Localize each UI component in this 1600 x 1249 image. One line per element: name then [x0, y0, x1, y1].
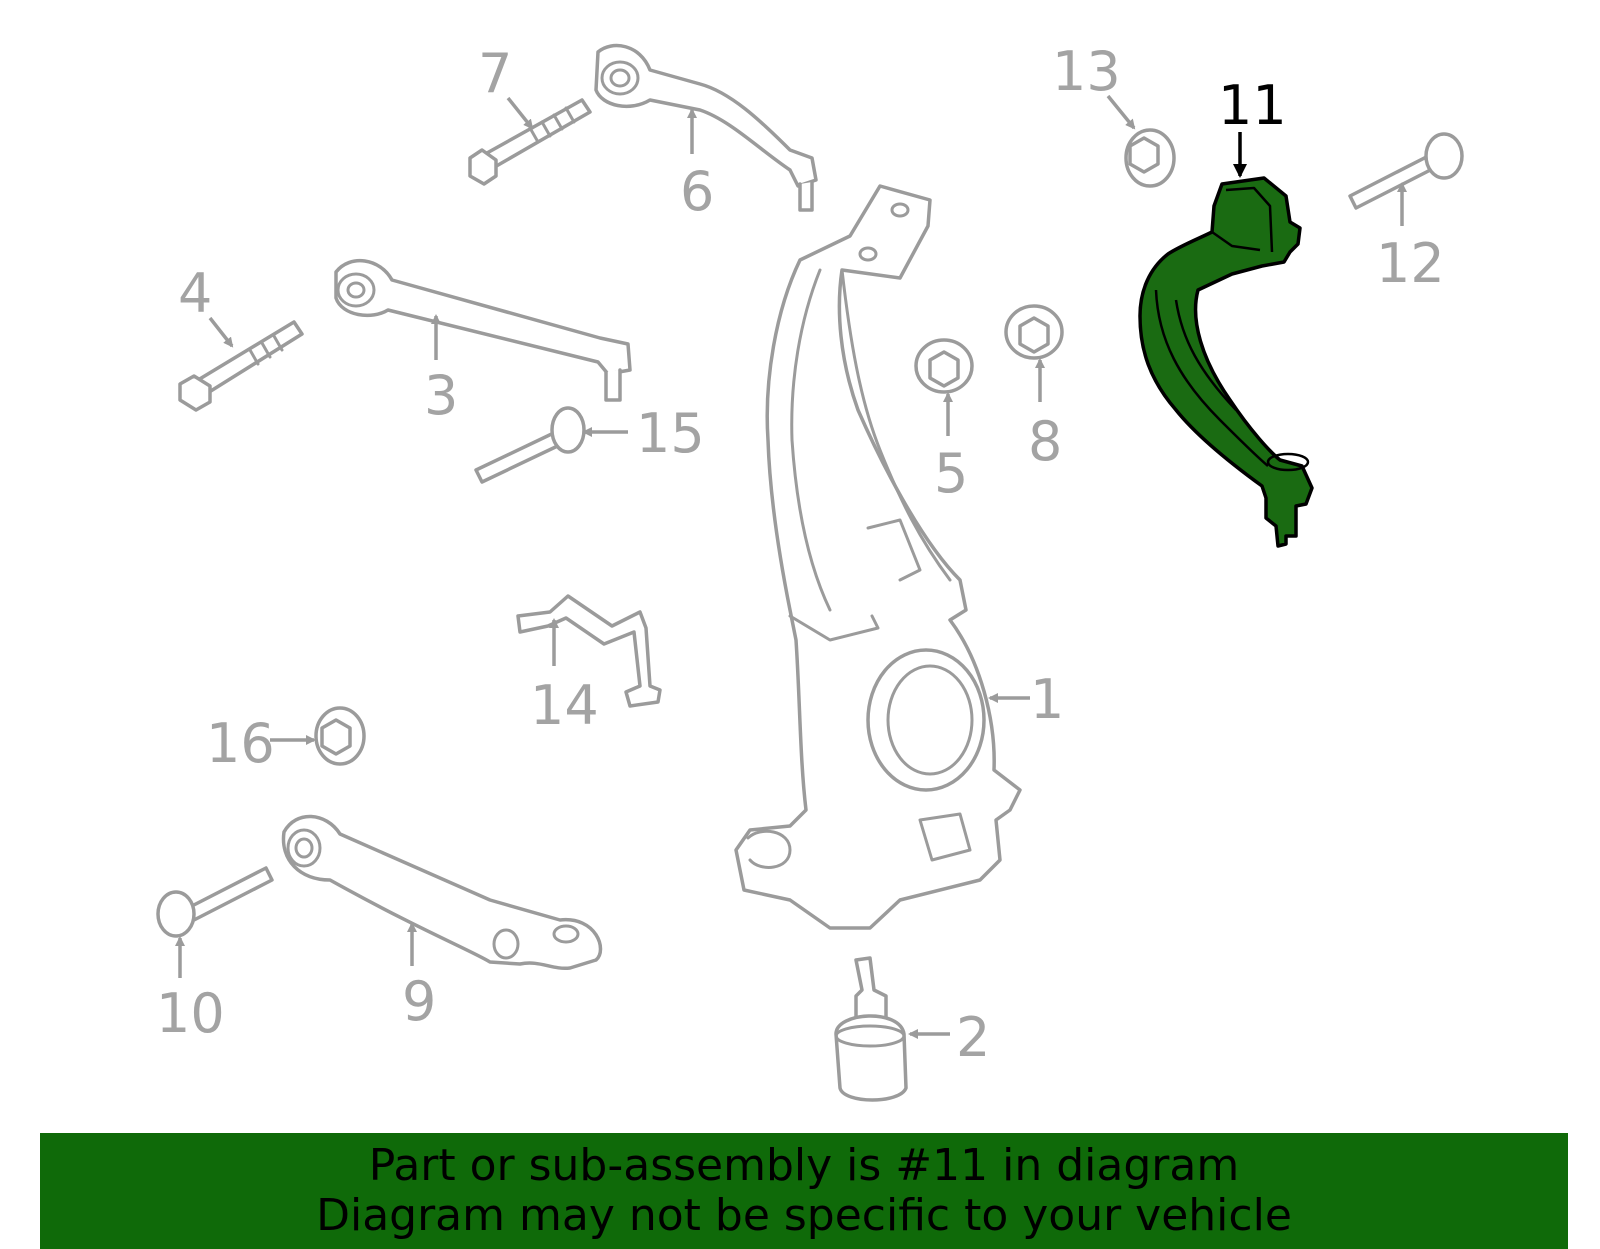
callout-12: 12 — [1376, 232, 1445, 295]
info-banner: Part or sub-assembly is #11 in diagram D… — [40, 1133, 1568, 1249]
callout-14: 14 — [530, 674, 599, 737]
part-8-nut — [1004, 304, 1064, 360]
part-16-nut — [314, 706, 366, 766]
part-4-bolt — [178, 320, 304, 412]
part-1-knuckle — [734, 184, 1022, 930]
leader-7 — [506, 96, 534, 130]
leader-13 — [1106, 94, 1136, 130]
callout-5: 5 — [934, 442, 968, 505]
callout-2: 2 — [956, 1006, 990, 1069]
part-5-nut — [914, 338, 974, 394]
part-11-control-arm — [1138, 176, 1314, 548]
callout-13: 13 — [1052, 40, 1121, 103]
leader-lines — [175, 94, 1407, 1039]
part-3-link — [334, 258, 632, 402]
callout-10: 10 — [156, 982, 225, 1045]
callout-16: 16 — [206, 712, 275, 775]
callout-4: 4 — [178, 262, 212, 325]
part-15-bolt — [474, 406, 586, 484]
callout-9: 9 — [402, 970, 436, 1033]
part-9-link — [281, 814, 603, 970]
callout-3: 3 — [424, 364, 458, 427]
callout-labels: 1 2 3 4 5 6 7 8 9 10 11 12 13 14 15 16 — [156, 40, 1445, 1069]
callout-7: 7 — [478, 42, 512, 105]
part-10-bolt — [156, 866, 274, 938]
leader-4 — [208, 316, 234, 348]
banner-line-1: Part or sub-assembly is #11 in diagram — [368, 1140, 1240, 1191]
callout-6: 6 — [680, 160, 714, 223]
callout-1: 1 — [1030, 668, 1064, 731]
banner-line-2: Diagram may not be specific to your vehi… — [316, 1190, 1292, 1241]
callout-15: 15 — [636, 402, 705, 465]
callout-8: 8 — [1028, 410, 1062, 473]
part-13-nut — [1124, 128, 1176, 188]
callout-11: 11 — [1218, 74, 1287, 137]
part-2-ball-joint — [834, 956, 908, 1102]
part-6-control-arm — [594, 43, 818, 212]
part-12-bolt — [1348, 132, 1464, 210]
part-7-bolt — [468, 98, 592, 186]
